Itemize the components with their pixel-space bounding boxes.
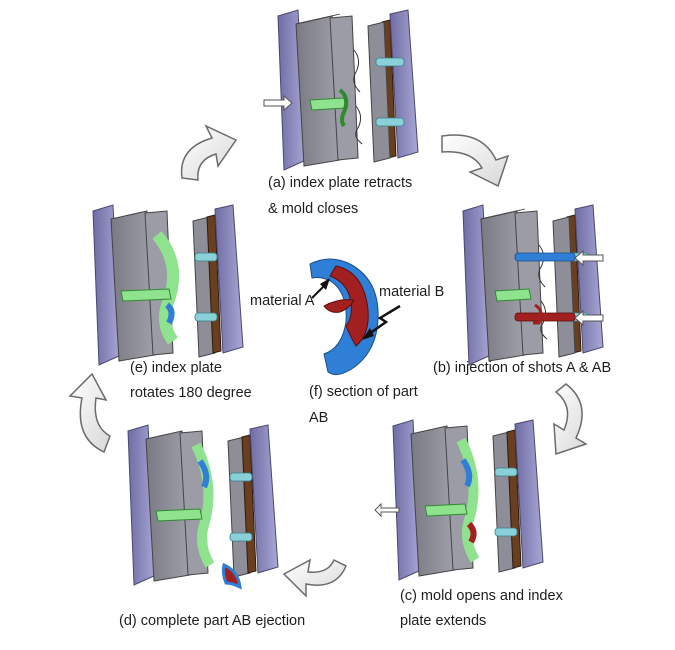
stage-d-label: (d) complete part AB ejection [119,613,305,629]
stage-e-mold [92,204,244,366]
stage-d-mold [127,424,279,590]
cycle-arrow-e-to-a [180,124,238,181]
stage-e-label-line1: (e) index plate [130,360,222,376]
stage-a-mold [263,9,419,171]
cycle-arrow-b-to-c [553,383,588,456]
stage-c-label-line2: plate extends [400,613,486,629]
stage-f-label-line2: AB [309,410,328,426]
stage-b-mold [462,204,604,366]
cycle-arrow-d-to-e [68,372,111,454]
material-a-label: material A [250,293,315,309]
stage-c-mold [374,419,544,581]
cycle-arrow-c-to-d [282,558,347,598]
cycle-arrow-a-to-b [441,134,510,188]
stage-a-label-line1: (a) index plate retracts [268,175,412,191]
stage-a-label-line2: & mold closes [268,201,358,217]
part-ab-section [309,258,401,376]
stage-f-label-line1: (f) section of part [309,384,418,400]
stage-c-label-line1: (c) mold opens and index [400,588,564,604]
material-b-label: material B [379,284,444,300]
stage-e-label-line2: rotates 180 degree [130,385,252,401]
stage-b-label: (b) injection of shots A & AB [433,360,611,376]
